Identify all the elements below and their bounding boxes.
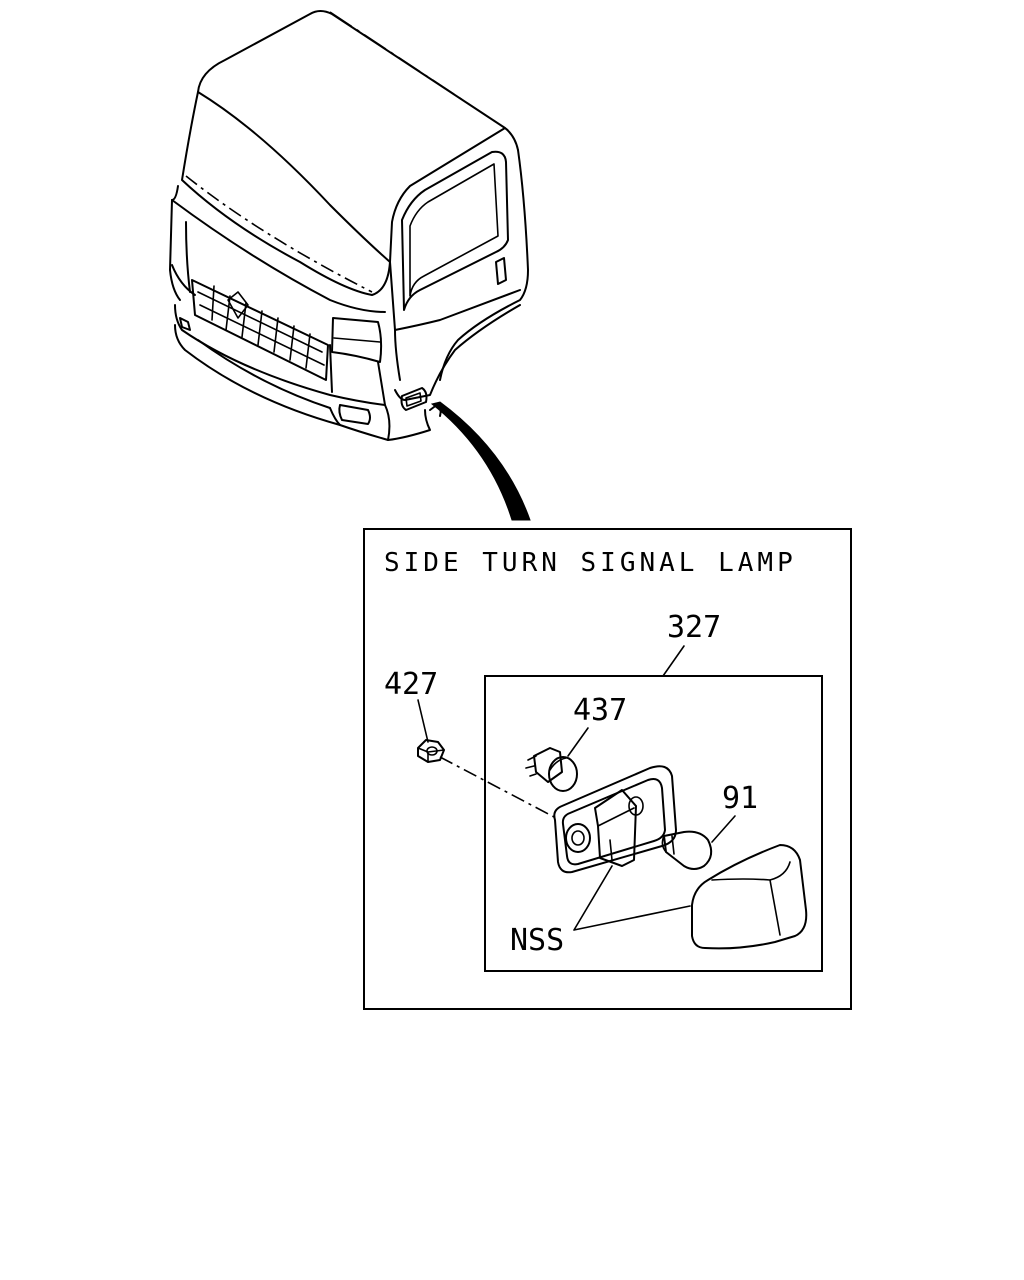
part-label-91: 91 [722, 781, 758, 816]
detail-frame [363, 528, 852, 1010]
leader-437 [567, 727, 589, 757]
detail-title: SIDE TURN SIGNAL LAMP [384, 548, 797, 578]
lamp-lens-icon [691, 844, 808, 950]
bulb-socket-icon [525, 747, 578, 792]
part-label-327: 327 [667, 610, 721, 645]
nut-icon [417, 739, 445, 763]
assembly-frame [484, 675, 823, 972]
lamp-housing-icon [553, 765, 677, 874]
mounting-axis-line [439, 756, 557, 819]
leader-nss [573, 865, 691, 931]
truck-cab-illustration [169, 10, 529, 441]
part-label-nss: NSS [510, 923, 564, 958]
bulb-icon [661, 830, 713, 870]
part-label-437: 437 [573, 693, 627, 728]
part-label-427: 427 [384, 667, 438, 702]
leader-91 [711, 815, 736, 843]
detail-leader-arrow [430, 401, 531, 521]
leader-427 [417, 699, 429, 743]
leader-327 [662, 645, 685, 677]
